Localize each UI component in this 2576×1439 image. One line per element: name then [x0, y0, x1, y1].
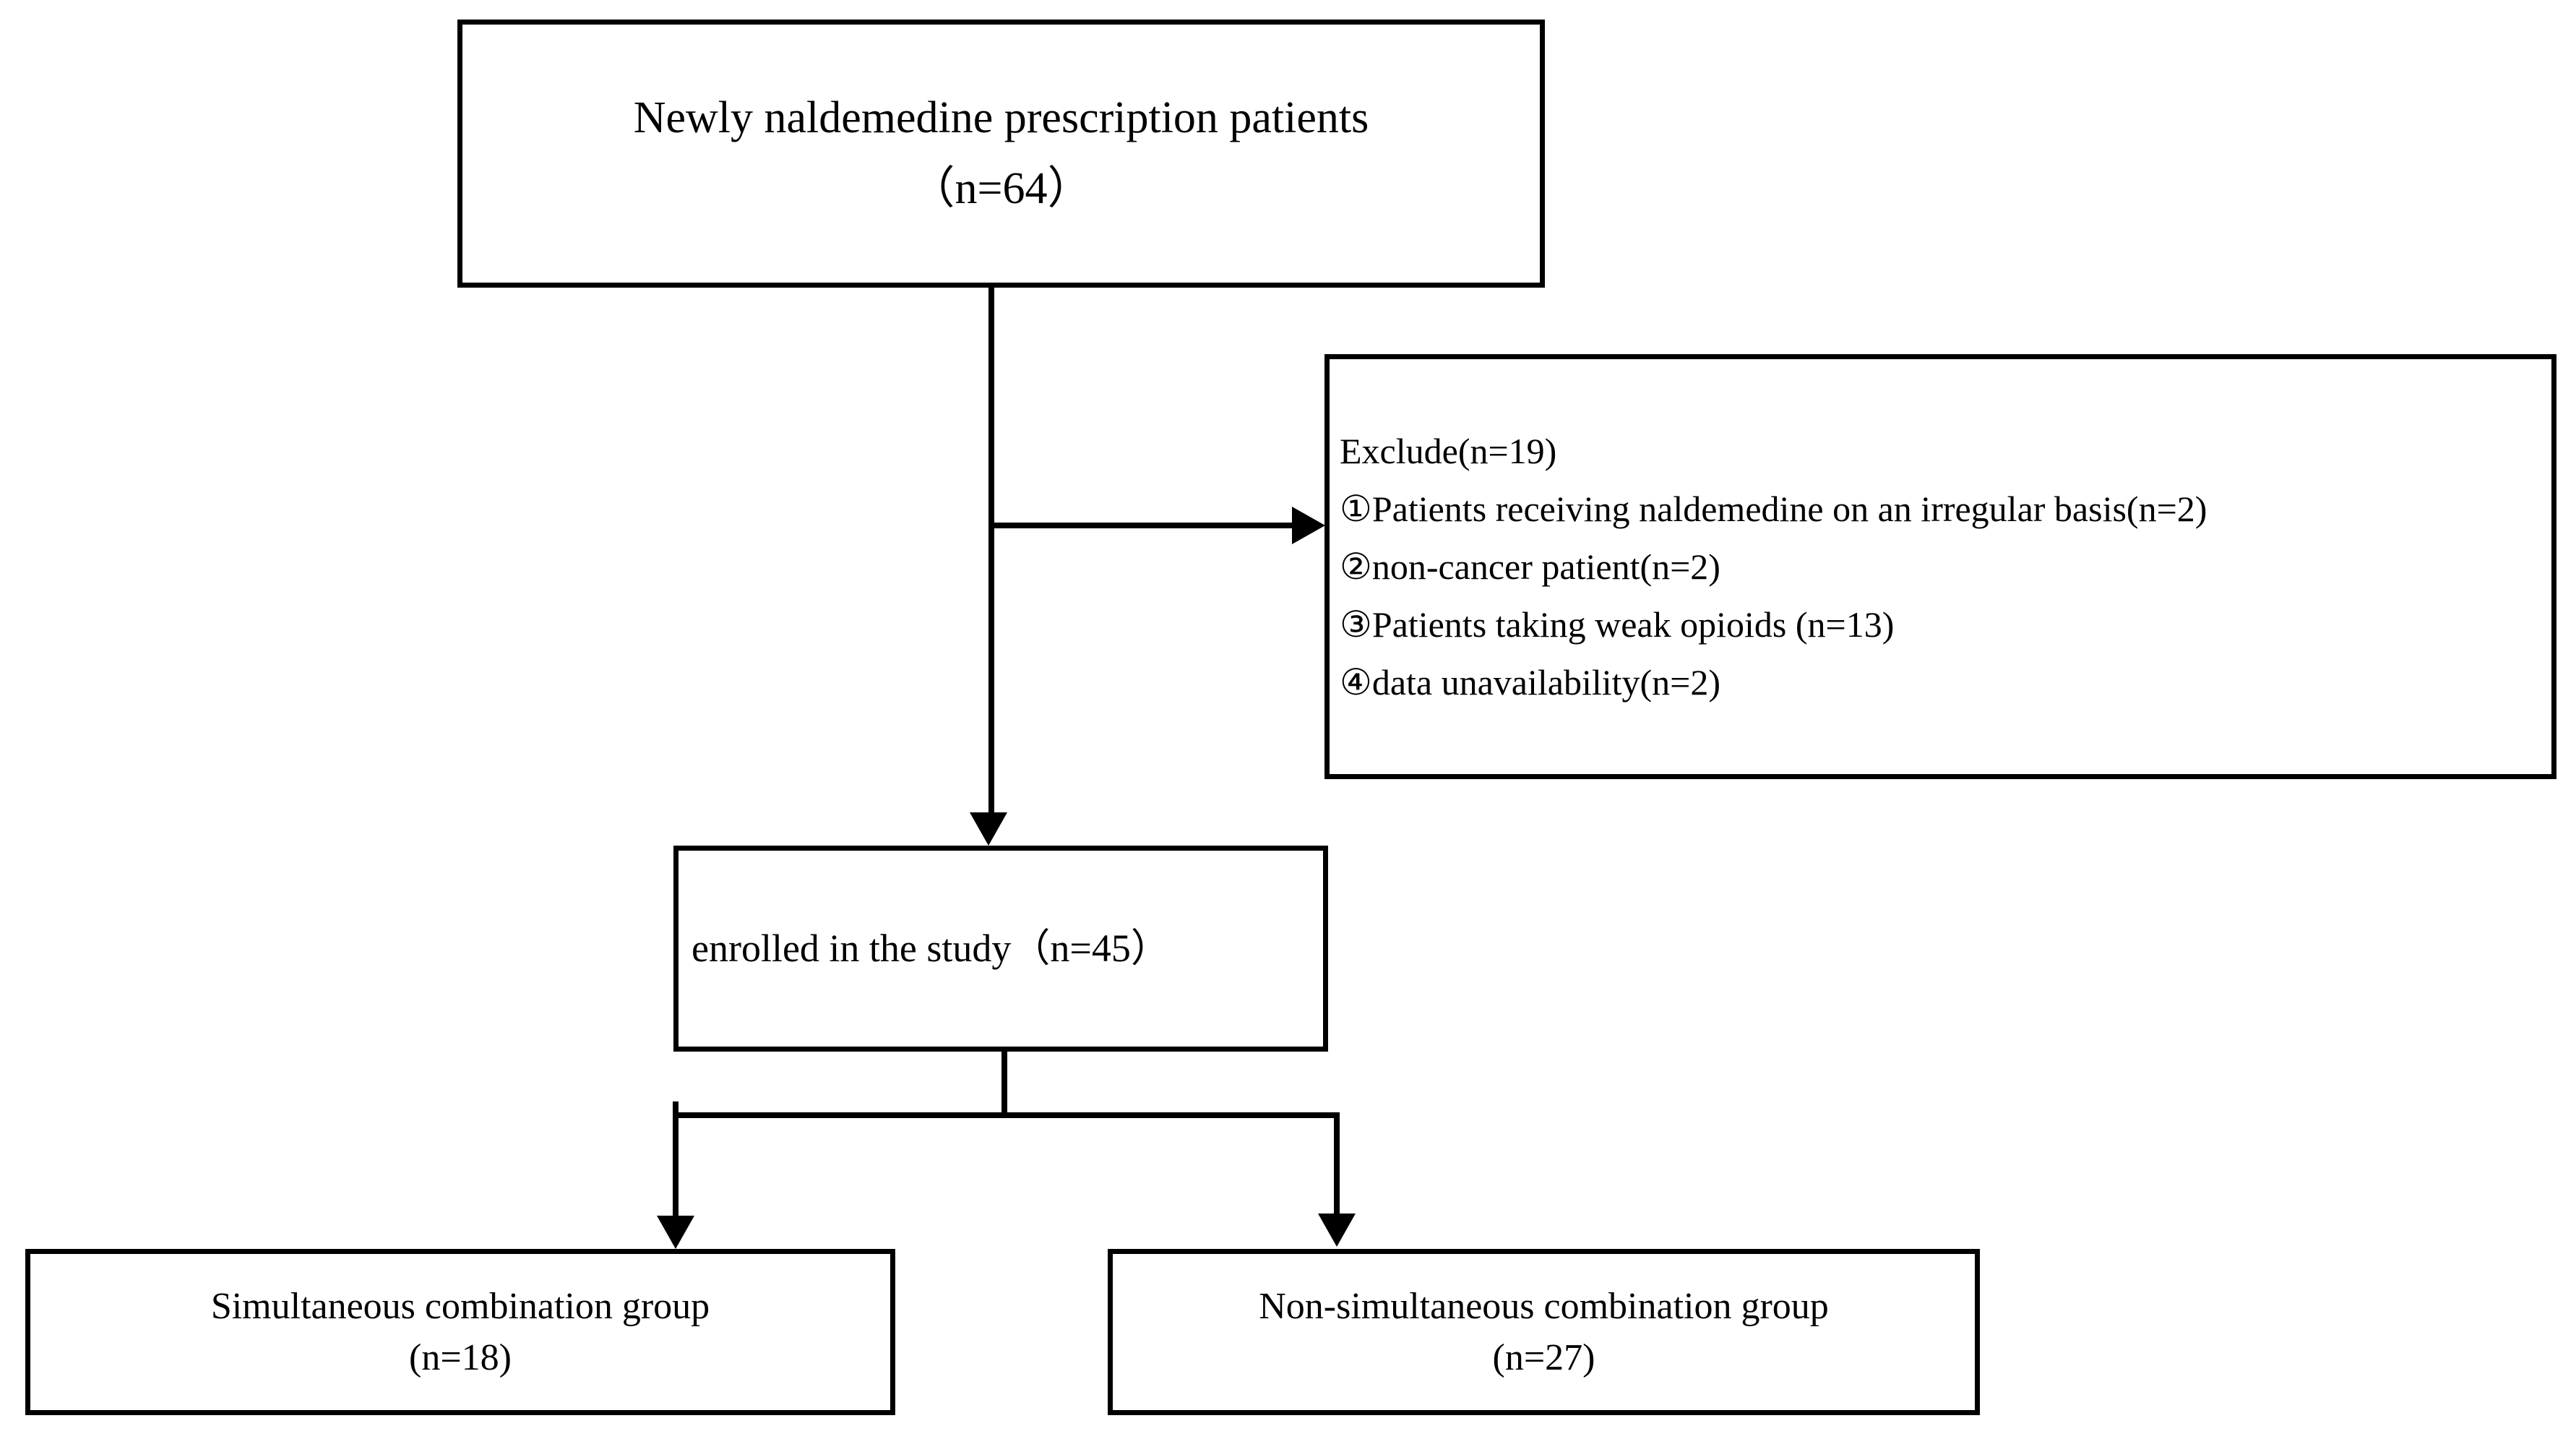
node-simultaneous-combination-group: Simultaneous combination group (n=18) — [25, 1249, 895, 1415]
exclusion-item-2: ②non-cancer patient(n=2) — [1340, 546, 1720, 587]
connector-to-simultaneous-line — [673, 1101, 679, 1217]
connector-to-non-simultaneous-line — [1334, 1112, 1340, 1215]
exclusion-title: Exclude(n=19) — [1340, 431, 1557, 471]
node-sim-line-1: Simultaneous combination group — [210, 1285, 710, 1327]
exclusion-item-4: ④data unavailability(n=2) — [1340, 662, 1721, 703]
connector-top-to-enrolled-line — [988, 288, 994, 814]
node-nonsim-line-1: Non-simultaneous combination group — [1259, 1285, 1829, 1327]
arrowhead-into-enrolled — [970, 812, 1007, 846]
node-newly-prescribed-patients: Newly naldemedine prescription patients … — [457, 20, 1545, 288]
node-sim-line-2: (n=18) — [409, 1337, 512, 1378]
node-enrolled-in-study: enrolled in the study（n=45） — [673, 846, 1328, 1052]
connector-enrolled-split-stub — [1001, 1052, 1007, 1118]
node-nonsim-line-2: (n=27) — [1492, 1337, 1595, 1378]
arrowhead-into-simultaneous — [657, 1216, 694, 1249]
connector-enrolled-split-bar — [673, 1112, 1340, 1118]
exclusion-item-3: ③Patients taking weak opioids (n=13) — [1340, 604, 1895, 645]
node-top-line-2: （n=64） — [910, 163, 1093, 213]
node-non-simultaneous-combination-group: Non-simultaneous combination group (n=27… — [1108, 1249, 1980, 1415]
exclusion-item-1: ①Patients receiving naldemedine on an ir… — [1340, 489, 2207, 529]
connector-trunk-to-exclusion-line — [988, 523, 1292, 528]
arrowhead-into-exclusion — [1292, 507, 1325, 544]
node-exclusion-criteria: Exclude(n=19) ①Patients receiving naldem… — [1324, 354, 2556, 779]
node-top-line-1: Newly naldemedine prescription patients — [633, 93, 1369, 143]
node-enrolled-line-1: enrolled in the study（n=45） — [692, 926, 1170, 970]
arrowhead-into-non-simultaneous — [1318, 1214, 1356, 1247]
